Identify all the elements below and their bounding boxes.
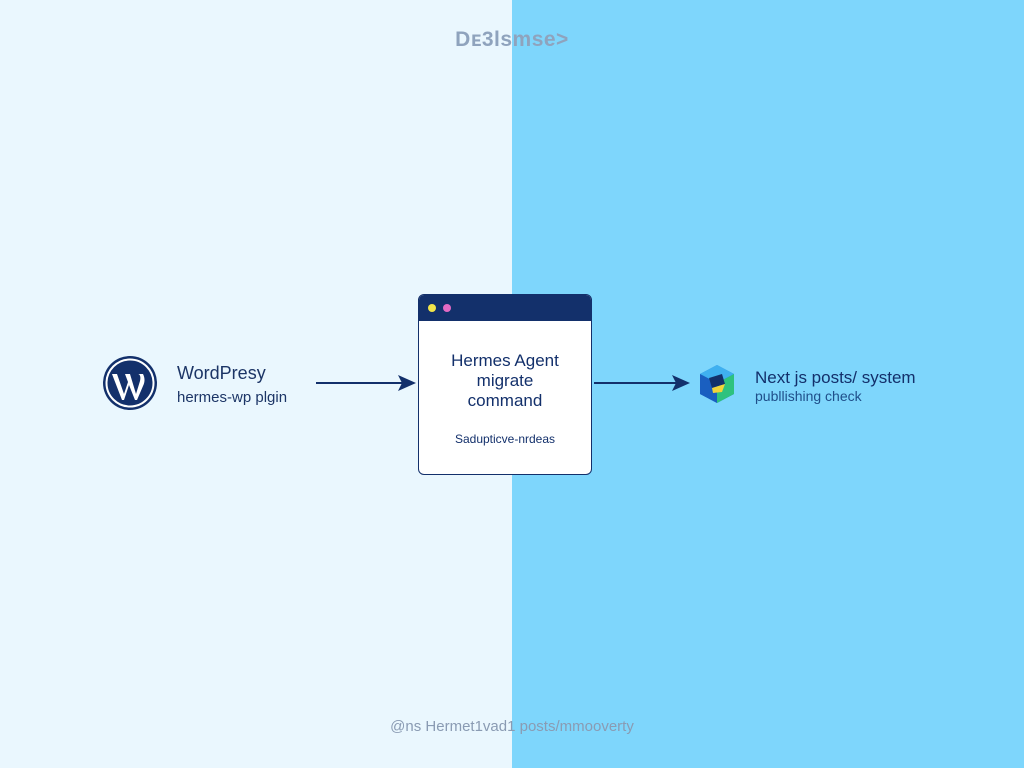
agent-title: Hermes Agent migrate command: [419, 351, 591, 411]
agent-title-line-1: Hermes Agent: [451, 351, 559, 370]
footer-caption: @ns Hermet1vad1 posts/mmooverty: [390, 718, 634, 735]
source-subtitle: hermes-wp plgin: [177, 389, 288, 406]
agent-command-window: Hermes Agent migrate command Sadupticve-…: [418, 294, 592, 475]
agent-title-line-3: command: [467, 391, 543, 410]
window-dot-pink-icon: [443, 304, 451, 312]
target-subtitle: publlishing check: [755, 388, 862, 404]
wordpress-logo-icon: [103, 356, 157, 410]
source-title: WordPresy: [177, 363, 266, 383]
window-titlebar: [419, 295, 591, 321]
diagram-title: Dᴇ3lsmse>: [455, 28, 569, 51]
agent-title-line-2: migrate: [476, 371, 534, 390]
right-panel-background: [512, 0, 1024, 768]
agent-caption: Sadupticve-nrdeas: [454, 432, 556, 446]
target-title: Next js posts/ system: [755, 368, 916, 387]
window-dot-yellow-icon: [428, 304, 436, 312]
nextjs-cube-icon: [700, 365, 734, 403]
